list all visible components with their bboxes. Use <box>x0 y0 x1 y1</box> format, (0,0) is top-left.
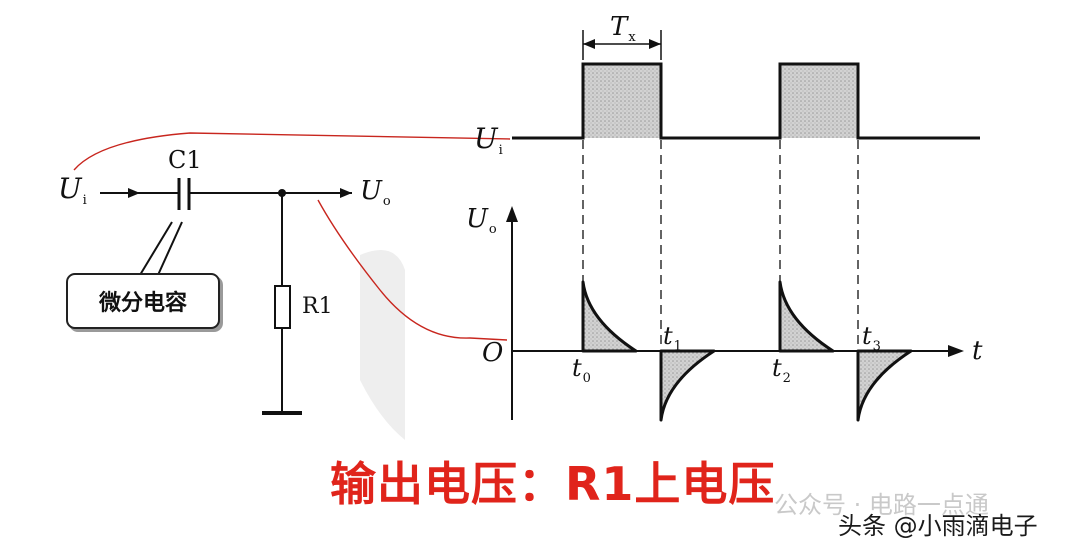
watermark-main: 头条 @小雨滴电子 <box>838 512 1038 540</box>
callout-box: 微分电容 <box>66 273 220 329</box>
resistor-body <box>274 285 291 329</box>
ui-signal-line <box>512 62 980 140</box>
output-arrow <box>340 188 352 198</box>
uo-axis-label-main: U <box>466 204 488 234</box>
pulse-width-label: Tx <box>610 12 636 45</box>
spike-positive-t0 <box>581 280 638 353</box>
dashed-guides <box>582 140 859 345</box>
time-mark-t1-sub: 1 <box>673 339 682 354</box>
ui-waveform <box>512 30 980 140</box>
time-mark-t1: t1 <box>663 322 682 354</box>
uo-axis-label-sub: o <box>488 222 497 237</box>
circuit <box>100 178 352 415</box>
output-label-sub: o <box>382 194 391 209</box>
ui-waveform-label-sub: i <box>498 143 503 158</box>
time-mark-t0-main: t <box>572 354 582 382</box>
watermark-faint: 公众号 · 电路一点通 <box>774 491 989 519</box>
background-watermark-shape <box>360 250 405 440</box>
uo-waveform <box>506 206 964 422</box>
resistor-label: R1 <box>302 294 333 319</box>
input-label: Ui <box>58 172 87 208</box>
caption-output-voltage: 输出电压：R1上电压 <box>330 457 776 511</box>
spike-positive-t2 <box>778 280 835 353</box>
pulse-2-fill <box>780 64 858 138</box>
time-axis-arrow <box>948 345 964 357</box>
pulse-width-label-main: T <box>610 12 628 42</box>
time-mark-t2: t2 <box>772 354 791 386</box>
tx-arrow-left <box>583 39 595 49</box>
input-label-main: U <box>58 172 82 205</box>
pulse-1-fill <box>583 64 661 138</box>
ui-waveform-label-main: U <box>474 122 498 155</box>
output-label-main: U <box>360 176 382 206</box>
time-axis-label: t <box>972 336 983 366</box>
time-mark-t3-sub: 3 <box>872 339 881 354</box>
red-annotations <box>73 132 511 341</box>
red-curve-ui <box>73 132 511 171</box>
spike-negative-t1 <box>659 349 716 422</box>
ui-waveform-label: Ui <box>474 122 503 158</box>
callout-text: 微分电容 <box>98 291 187 316</box>
time-mark-t2-sub: 2 <box>782 371 791 386</box>
pulse-width-label-sub: x <box>628 30 636 45</box>
input-label-sub: i <box>82 193 87 208</box>
time-mark-t2-main: t <box>772 354 782 382</box>
time-mark-t3-main: t <box>862 322 872 350</box>
output-label: Uo <box>360 176 391 209</box>
tx-arrow-right <box>649 39 661 49</box>
capacitor-label: C1 <box>168 146 202 174</box>
time-mark-t0: t0 <box>572 354 591 386</box>
input-arrow <box>128 188 140 198</box>
callout-pointer-b <box>157 221 183 276</box>
uo-axis-label: Uo <box>466 204 497 237</box>
uo-axis-arrow <box>506 206 518 222</box>
time-mark-t0-sub: 0 <box>582 371 591 386</box>
callout-pointer-a <box>139 221 173 276</box>
time-mark-t3: t3 <box>862 322 881 354</box>
origin-label: O <box>482 338 504 368</box>
time-mark-t1-main: t <box>663 322 673 350</box>
red-curve-uo <box>317 199 508 341</box>
spike-negative-t3 <box>856 349 913 422</box>
